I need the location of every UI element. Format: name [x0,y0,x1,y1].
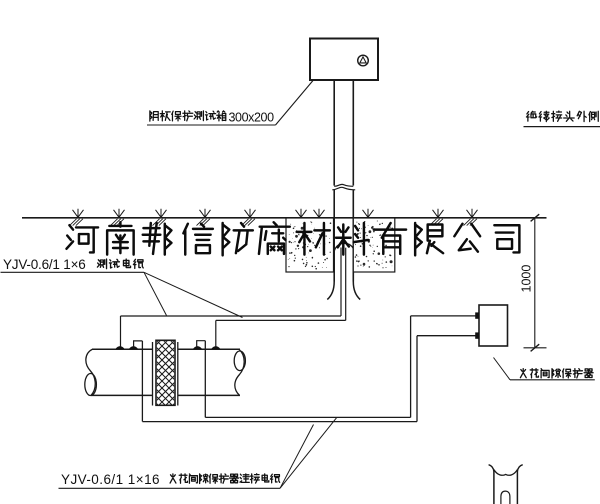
svg-text:1000: 1000 [520,265,534,293]
svg-text:YJV-0.6/1 1×16: YJV-0.6/1 1×16 [61,472,160,487]
svg-text:300x200: 300x200 [229,111,275,125]
svg-text:YJV-0.6/1 1×6: YJV-0.6/1 1×6 [3,257,86,272]
